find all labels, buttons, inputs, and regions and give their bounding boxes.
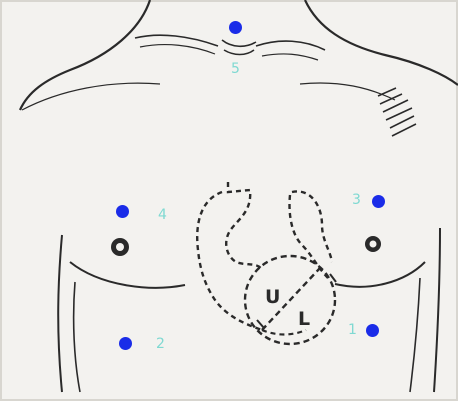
right-torso-outline	[410, 278, 420, 392]
left-arm-outline	[58, 235, 62, 392]
point-3-marker	[372, 195, 385, 208]
heart-left-dashed-outline	[197, 192, 262, 330]
left-nipple-icon	[111, 238, 129, 256]
point-3-label: 3	[352, 193, 361, 207]
point-1-label: 1	[348, 323, 357, 337]
left-torso-outline	[74, 282, 80, 392]
clavicle-right-2	[262, 54, 318, 60]
lower-region-label: L	[298, 308, 310, 330]
neck-left-outline	[20, 0, 150, 110]
point-2-marker	[119, 337, 132, 350]
point-5-marker	[229, 21, 242, 34]
sternal-notch	[222, 40, 256, 55]
pulmonary-dashed-outline	[290, 195, 329, 278]
point-5-label: 5	[231, 62, 240, 76]
upper-chest-curve	[22, 83, 395, 110]
clavicle-left-2	[140, 45, 215, 54]
right-pectoral-line	[335, 262, 425, 287]
right-vessel-dashed-outline	[292, 191, 332, 262]
point-2-label: 2	[156, 337, 165, 351]
upper-region-label: U	[265, 286, 280, 308]
right-nipple-icon	[365, 236, 381, 252]
left-pectoral-line	[70, 262, 185, 288]
point-4-marker	[116, 205, 129, 218]
point-4-label: 4	[158, 208, 167, 222]
aorta-dashed-outline	[226, 182, 262, 270]
neck-right-outline	[305, 0, 458, 85]
right-arm-outline	[434, 228, 440, 392]
point-1-marker	[366, 324, 379, 337]
heart-lower-dashed-outline	[262, 330, 306, 335]
clavicle-right	[256, 41, 325, 50]
